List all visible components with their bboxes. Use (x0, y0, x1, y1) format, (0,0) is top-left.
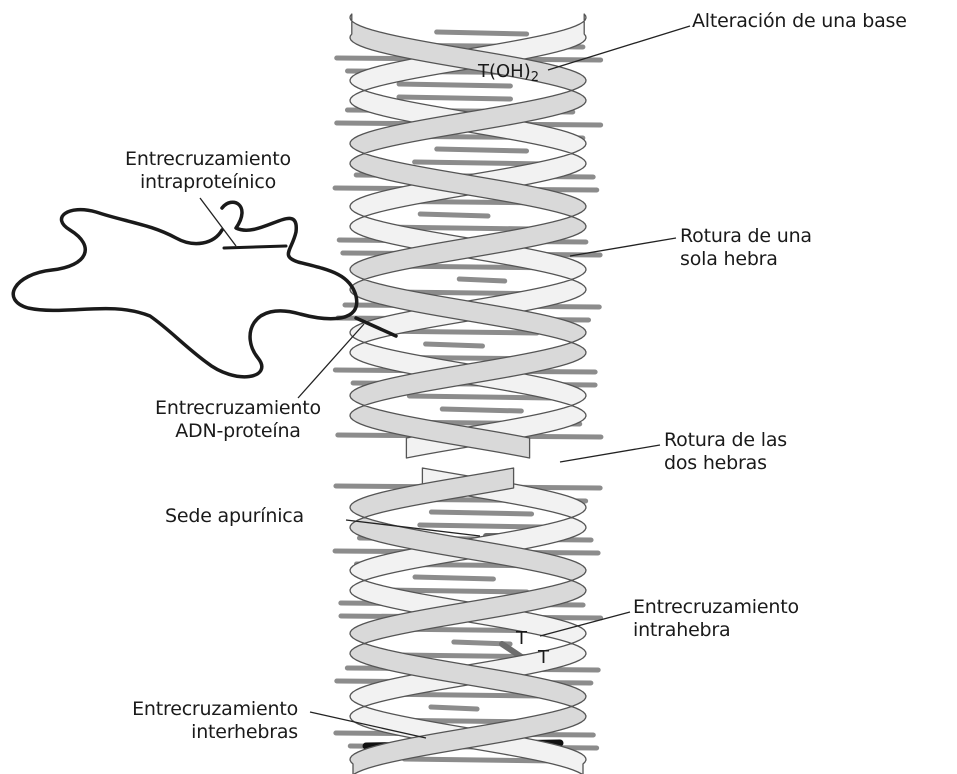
base-pair-rung (415, 162, 547, 164)
thymine-b-text: T (538, 647, 549, 668)
label-base-alteration: Alteración de una base (692, 10, 907, 33)
label-double-strand-line1: Rotura de las (664, 429, 787, 452)
base-pair-rung (420, 525, 542, 527)
label-intrastrand-line2: intrahebra (633, 619, 799, 642)
protein-chain-path (13, 202, 356, 377)
label-intraprotein-crosslink: Entrecruzamiento intraproteínico (98, 148, 318, 194)
leader-line (200, 198, 236, 246)
label-interstrand-line1: Entrecruzamiento (78, 698, 298, 721)
leader-line (560, 445, 660, 462)
leader-line (298, 324, 364, 398)
base-pair-rung (415, 577, 493, 579)
label-interstrand-crosslink: Entrecruzamiento interhebras (78, 698, 298, 744)
base-pair-rung (431, 707, 477, 709)
base-pair-rung (420, 214, 488, 216)
base-pair-rung (399, 97, 511, 99)
label-double-strand-break: Rotura de las dos hebras (664, 429, 787, 475)
base-pair-rung (431, 512, 531, 514)
base-pair-rung (459, 279, 504, 281)
formula-subscript: 2 (531, 70, 539, 85)
label-apurinic-text: Sede apurínica (165, 505, 304, 528)
label-single-strand-break: Rotura de una sola hebra (680, 225, 812, 271)
base-pair-rung (426, 344, 483, 346)
label-intrastrand-crosslink: Entrecruzamiento intrahebra (633, 596, 799, 642)
label-apurinic-site: Sede apurínica (165, 505, 304, 528)
intraprotein-crosslink-bond (224, 246, 286, 248)
label-interstrand-line2: interhebras (78, 721, 298, 744)
label-thymine-a: T (516, 628, 527, 649)
label-dna-protein-crosslink: Entrecruzamiento ADN-proteína (128, 397, 348, 443)
helix-backbone-strands (350, 14, 586, 774)
protein-chain (13, 202, 396, 377)
label-thymine-b: T (538, 647, 549, 668)
thymine-a-text: T (516, 628, 527, 649)
label-single-strand-line1: Rotura de una (680, 225, 812, 248)
label-base-alteration-text: Alteración de una base (692, 10, 907, 33)
label-dna-protein-line1: Entrecruzamiento (128, 397, 348, 420)
label-base-alteration-formula: T(OH)2 (478, 61, 539, 85)
base-pair-rung (409, 396, 551, 398)
base-pair-rung (437, 149, 527, 151)
label-dna-protein-line2: ADN-proteína (128, 420, 348, 443)
label-intrastrand-line1: Entrecruzamiento (633, 596, 799, 619)
label-single-strand-line2: sola hebra (680, 248, 812, 271)
formula-text: T(OH) (478, 61, 531, 82)
label-double-strand-line2: dos hebras (664, 452, 787, 475)
base-pair-rung (442, 409, 521, 411)
label-intraprotein-line1: Entrecruzamiento (98, 148, 318, 171)
base-pair-rung (437, 32, 527, 34)
label-intraprotein-line2: intraproteínico (98, 171, 318, 194)
